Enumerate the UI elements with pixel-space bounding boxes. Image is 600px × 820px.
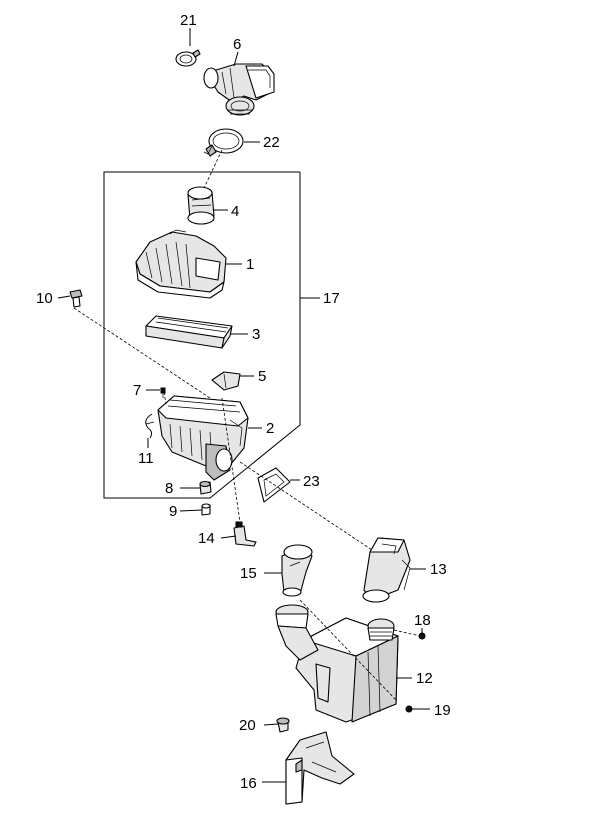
bolt-10: [69, 289, 83, 308]
intake-duct-6: [203, 63, 275, 116]
callout-1: 1: [246, 256, 254, 273]
callout-20: 20: [239, 717, 256, 734]
callout-17: 17: [323, 290, 340, 307]
clamp-21: [175, 49, 201, 67]
leader-lines: [57, 28, 430, 783]
callout-14: 14: [198, 530, 215, 547]
filter-element-3: [145, 315, 233, 349]
callout-16: 16: [240, 775, 257, 792]
bracket-14: [233, 521, 257, 547]
bolt-7: [160, 387, 166, 398]
bracket-5: [211, 371, 241, 391]
clamp-22: [203, 128, 244, 157]
callout-15: 15: [240, 565, 257, 582]
callout-18: 18: [414, 612, 431, 629]
callout-22: 22: [263, 134, 280, 151]
callout-6: 6: [233, 36, 241, 53]
callout-3: 3: [252, 326, 260, 343]
alignment-lines: [73, 149, 421, 701]
lower-duct-16: [285, 731, 355, 805]
air-cleaner-cover-1: [135, 229, 227, 299]
callout-21: 21: [180, 12, 197, 29]
callout-labels: 21 6 22 4 1 17 10 3 5 7 2 11 8 9 14 23 1…: [36, 12, 451, 792]
callout-5: 5: [258, 368, 266, 385]
callout-19: 19: [434, 702, 451, 719]
elbow-15: [281, 544, 313, 597]
callout-2: 2: [266, 420, 274, 437]
callout-23: 23: [303, 473, 320, 490]
callout-8: 8: [165, 480, 173, 497]
callout-13: 13: [430, 561, 447, 578]
adapter-4: [187, 186, 215, 225]
callout-4: 4: [231, 203, 239, 220]
callout-12: 12: [416, 670, 433, 687]
callout-10: 10: [36, 290, 53, 307]
clip-11: [145, 413, 155, 439]
grommet-8: [199, 480, 212, 495]
assembly-frame: [103, 171, 301, 499]
callout-7: 7: [133, 382, 141, 399]
callout-9: 9: [169, 503, 177, 520]
air-cleaner-body-2: [157, 395, 249, 481]
callout-11: 11: [138, 450, 154, 467]
bushing-9: [201, 503, 211, 516]
duct-13: [362, 537, 411, 603]
grommet-20: [276, 717, 290, 733]
resonator-12: [275, 604, 399, 723]
